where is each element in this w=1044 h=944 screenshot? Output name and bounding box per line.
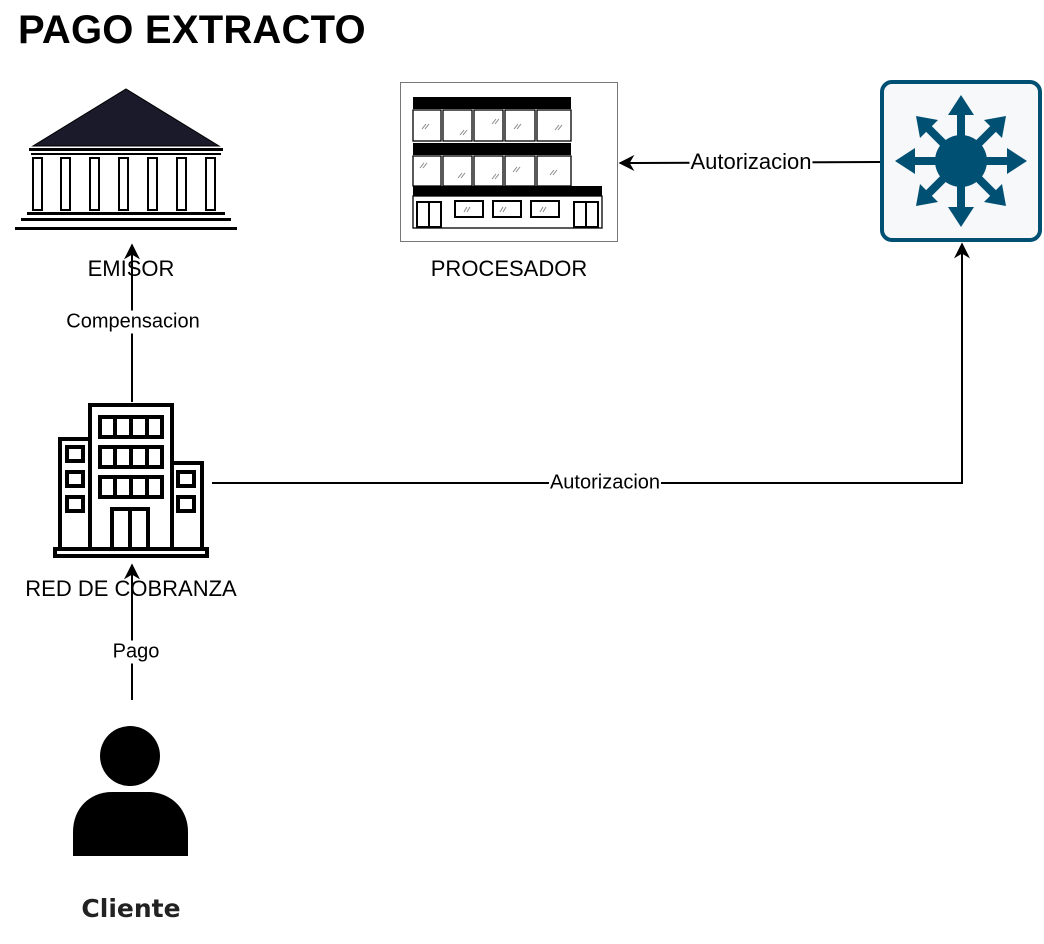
edge-label-autorizacion-top: Autorizacion: [689, 149, 813, 175]
diagram-title: PAGO EXTRACTO: [18, 8, 366, 52]
cliente-label: Cliente: [81, 894, 181, 923]
red-cobranza-label: RED DE COBRANZA: [25, 576, 237, 601]
edge-autorizacion-bottom: [212, 242, 970, 484]
edge-label-pago: Pago: [111, 640, 161, 664]
edge-label-compensacion: Compensacion: [65, 310, 201, 334]
office-building-icon: [400, 82, 618, 242]
emisor-label: EMISOR: [87, 256, 175, 281]
edge-label-autorizacion-bottom: Autorizacion: [548, 471, 662, 495]
person-icon: [73, 726, 188, 856]
network-switch-icon: [880, 80, 1042, 242]
procesador-label: PROCESADOR: [430, 256, 588, 281]
bank-icon: [15, 88, 237, 230]
city-building-icon: [53, 403, 209, 558]
